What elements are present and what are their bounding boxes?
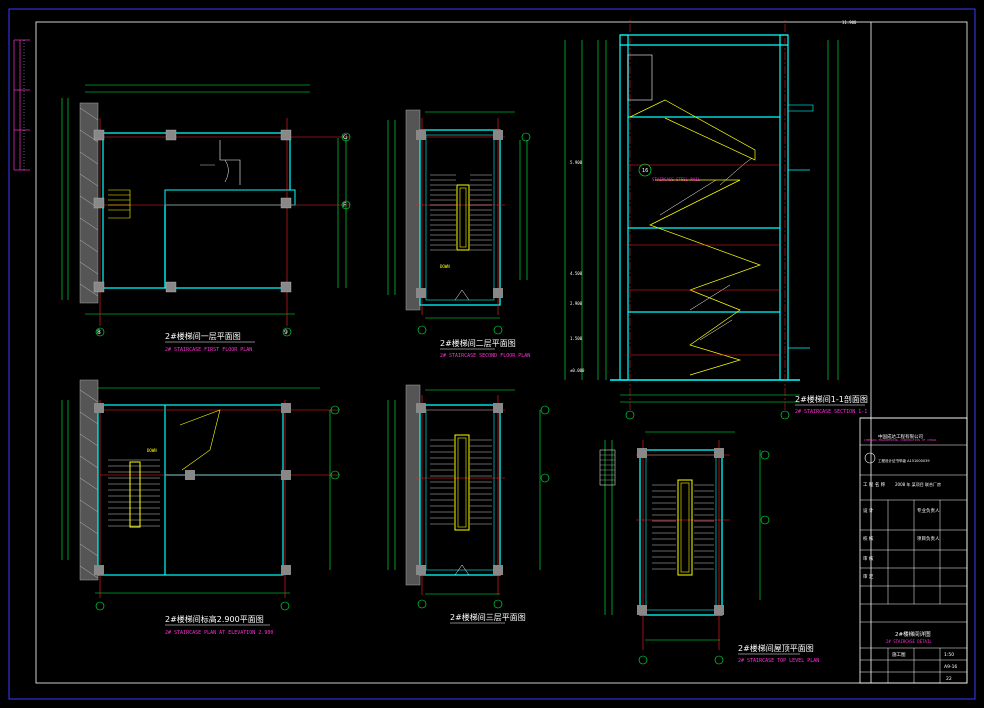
project-label: 工 程 名 称 bbox=[863, 481, 886, 488]
row-project-lead: 项目负责人 bbox=[917, 535, 940, 542]
drawing-name-en: 2# STAIRCASE DETAIL bbox=[886, 639, 932, 644]
design-unit: 工程设计证书甲级 A151000039 bbox=[878, 458, 930, 463]
binding-strip bbox=[13, 39, 30, 171]
down-label-2900: DOWN bbox=[147, 448, 157, 453]
callout-detail-label: STAIRCASE STEEL RAIL bbox=[652, 177, 701, 182]
callout-16: 16 bbox=[642, 168, 648, 174]
plan-top-title: 2#楼梯间屋顶平面图 bbox=[738, 643, 814, 653]
plan-top-level: 2#楼梯间屋顶平面图 2# STAIRCASE TOP LEVEL PLAN bbox=[599, 431, 819, 665]
row-checker: 校 核 bbox=[863, 535, 874, 542]
plan-3f-title: 2#楼梯间三层平面图 bbox=[450, 612, 526, 622]
elev-2900: 2.900 bbox=[570, 301, 583, 306]
down-label-2f: DOWN bbox=[440, 264, 450, 269]
section-subtitle: 2# STAIRCASE SECTION 1-1 bbox=[795, 409, 867, 415]
plan-second-floor: DOWN 2#楼梯间二层平面图 2# STAIRCASE SECOND FLOO… bbox=[387, 109, 530, 359]
section-1-1: 16 STAIRCASE STEEL RAIL 5.900 4.500 2.90… bbox=[564, 20, 868, 420]
plan-elevation-2900: DOWN 2#楼梯间标高2.900平面图 2# STAIRCASE PLAN A… bbox=[61, 379, 340, 636]
plan-2f-title: 2#楼梯间二层平面图 bbox=[440, 338, 516, 348]
plan-2f-subtitle: 2# STAIRCASE SECOND FLOOR PLAN bbox=[440, 353, 530, 359]
plan-1f-title: 2#楼梯间一层平面图 bbox=[165, 331, 241, 341]
row-designer: 设 计 bbox=[863, 507, 874, 514]
plan-2900-title: 2#楼梯间标高2.900平面图 bbox=[165, 614, 264, 624]
plan-first-floor: G F 8 9 2#楼梯间一层平面图 2# STAIRCASE FIRST FL… bbox=[61, 84, 351, 353]
axis-marker-9 bbox=[282, 327, 292, 337]
axis-marker-f bbox=[341, 200, 351, 210]
axis-label-9: 9 bbox=[284, 329, 288, 336]
row-reviewer: 审 核 bbox=[863, 555, 874, 562]
company-logo bbox=[864, 452, 876, 464]
elev-4500: 4.500 bbox=[570, 271, 583, 276]
drawing-name-cn: 2#楼梯间详图 bbox=[895, 630, 931, 638]
plan-third-floor: 2#楼梯间三层平面图 bbox=[387, 384, 550, 624]
project-name: 2008 年 某项目 联合厂房 bbox=[895, 481, 941, 487]
row-approver: 审 定 bbox=[863, 573, 874, 580]
axis-marker-g bbox=[341, 132, 351, 142]
scale: 1:50 bbox=[944, 652, 954, 658]
company-name-cn: 中国成达工程有限公司 bbox=[878, 433, 923, 440]
plan-top-subtitle: 2# STAIRCASE TOP LEVEL PLAN bbox=[738, 658, 819, 664]
company-name-en: CHENGDA ENGINEERING CORPORATION OF CHINA bbox=[864, 438, 936, 442]
plan-2900-subtitle: 2# STAIRCASE PLAN AT ELEVATION 2.900 bbox=[165, 630, 273, 636]
sheet-no: 22 bbox=[946, 676, 952, 682]
plan-1f-subtitle: 2# STAIRCASE FIRST FLOOR PLAN bbox=[165, 347, 252, 353]
phase: 施工图 bbox=[892, 651, 906, 658]
outer-frame bbox=[8, 8, 976, 700]
axis-label-8: 8 bbox=[97, 329, 101, 336]
elev-5900: 5.900 bbox=[570, 160, 583, 165]
drawing-no: A9-16 bbox=[944, 664, 957, 670]
axis-label-g: G bbox=[343, 134, 348, 141]
title-block: 中国成达工程有限公司 CHENGDA ENGINEERING CORPORATI… bbox=[859, 22, 968, 684]
row-discipline-lead: 专业负责人 bbox=[917, 507, 940, 514]
elev-0000: ±0.000 bbox=[570, 368, 585, 373]
elev-1500: 1.500 bbox=[570, 336, 583, 341]
inner-frame bbox=[35, 21, 968, 684]
axis-label-f: F bbox=[343, 202, 347, 209]
section-title: 2#楼梯间1-1剖面图 bbox=[795, 394, 868, 404]
axis-marker-8 bbox=[95, 327, 105, 337]
elev-11900: 11.900 bbox=[842, 20, 857, 25]
